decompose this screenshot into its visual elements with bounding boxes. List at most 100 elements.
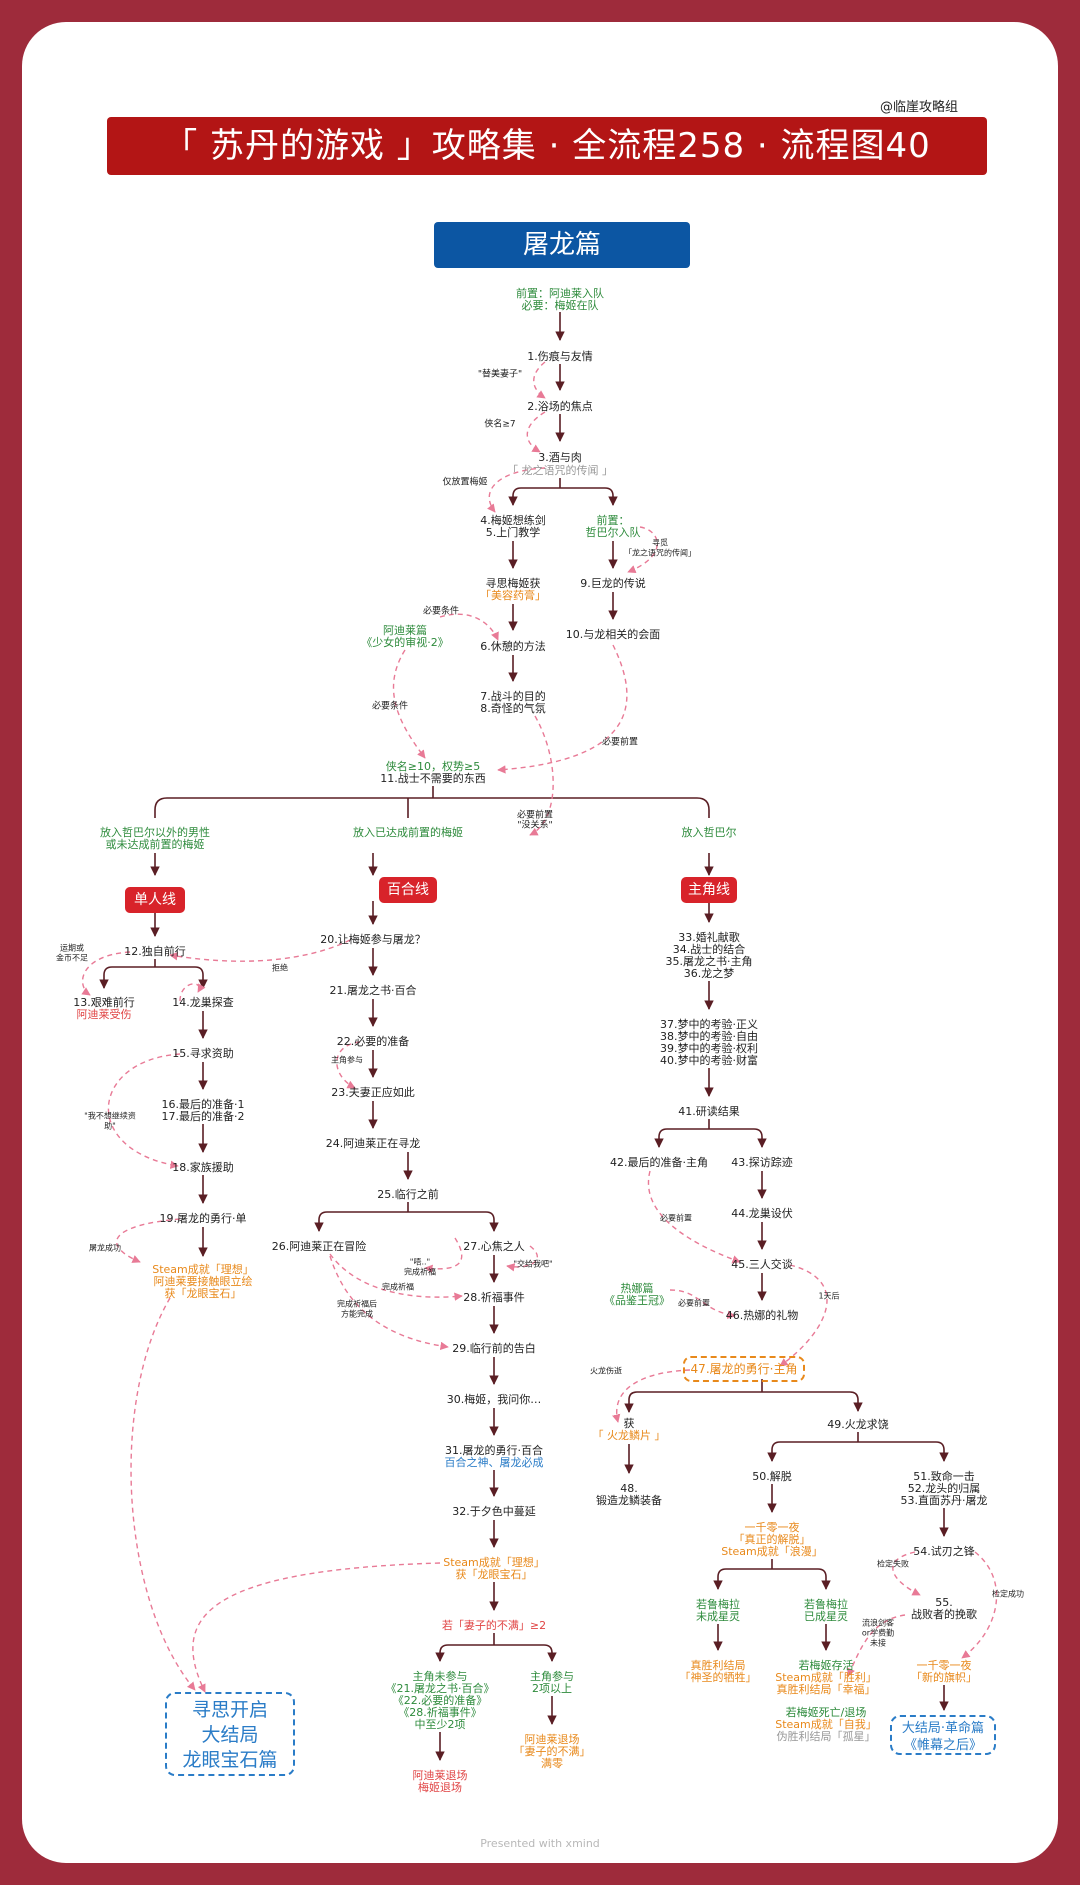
node-label: 41.研读结果 (678, 1104, 740, 1118)
node-label: 《少女的审视·2》 (361, 635, 449, 649)
node-label: 30.梅姬，我问你… (447, 1392, 542, 1406)
node-label: 金币不足 (56, 953, 88, 963)
node-label: 49.火龙求饶 (827, 1418, 889, 1431)
node-label: 「妻子的不满」 (514, 1744, 591, 1758)
node-labels: 前置：阿迪莱入队必要：梅姬在队1.伤痕与友情"替美妻子"2.浴场的焦点侠名≥73… (56, 286, 1024, 1794)
node-label: Steam成就「自我」 (775, 1717, 877, 1731)
node-label: "我不想继续资 (84, 1111, 136, 1121)
node-label: 梅姬退场 (418, 1780, 462, 1794)
author-credit: @临崖攻略组 (880, 100, 959, 115)
node-label: 助" (104, 1121, 116, 1131)
node-label: 哲巴尔入队 (586, 525, 641, 539)
node-label: 1天后 (818, 1291, 839, 1301)
node-label: 必要条件 (372, 700, 408, 712)
node-label: 主角未参与 (413, 1669, 468, 1683)
node-label: 7.战斗的目的 (480, 689, 546, 703)
tag-solo-line: 单人线 (125, 887, 185, 913)
node-label: 若梅姬存活 (799, 1658, 854, 1672)
node-label: 44.龙巢设伏 (731, 1206, 793, 1220)
node-label: 必要前置 (660, 1213, 692, 1223)
node-label: 完成祈福 (382, 1282, 414, 1292)
node-label: 「 火龙鳞片 」 (593, 1428, 666, 1442)
node-label: 39.梦中的考验·权利 (660, 1041, 758, 1055)
node-label: 满零 (541, 1757, 563, 1770)
node-label: 3.酒与肉 (538, 451, 582, 464)
node-label: 46.热娜的礼物 (726, 1308, 799, 1322)
dashed-connector (847, 1614, 906, 1677)
node-label: "交给我吧" (513, 1259, 552, 1269)
node-label: 「龙之语咒的传闻」 (624, 548, 696, 558)
blue-node-line: 大结局·革命篇 (901, 1721, 985, 1736)
node-label: 前置：阿迪莱入队 (516, 286, 604, 300)
connector (771, 1432, 945, 1451)
connector (318, 1202, 495, 1221)
node-label: 18.家族援助 (172, 1160, 234, 1174)
node-label: 33.婚礼献歌 (678, 930, 740, 944)
node-label: 获「龙眼宝石」 (456, 1567, 533, 1581)
node-label: "替美妻子" (478, 368, 522, 380)
node-label: 28.祈福事件 (463, 1290, 525, 1304)
node-label: 「真正的解脱」 (734, 1532, 811, 1546)
node-label: 21.屠龙之书·百合 (330, 983, 417, 997)
dashed-connector (497, 644, 628, 774)
node-label: 战败者的挽歌 (911, 1607, 977, 1621)
node-label: 若鲁梅拉 (804, 1597, 848, 1611)
node-label: Steam成就「胜利」 (775, 1670, 877, 1684)
node-label: 1.伤痕与友情 (527, 349, 593, 363)
node-label: 若鲁梅拉 (696, 1597, 740, 1611)
node-label: "没关系" (517, 819, 552, 831)
node-label: 一千零一夜 (917, 1658, 972, 1672)
node-label: 放入已达成前置的梅姬 (353, 825, 463, 839)
connector (526, 411, 546, 453)
dashed-connector (779, 1264, 828, 1367)
node-label: 11.战士不需要的东西 (380, 771, 486, 785)
node-label: 完成祈福 (404, 1267, 436, 1277)
node-label: 36.龙之梦 (684, 966, 735, 980)
node-label: 53.直面苏丹·屠龙 (901, 1493, 988, 1507)
node-label: 流浪剑客 (862, 1618, 894, 1628)
node-label: 伪胜利结局「孤星」 (777, 1729, 876, 1743)
node-label: 锻造龙鳞装备 (596, 1493, 662, 1507)
node-label: 51.致命一击 (913, 1469, 975, 1483)
node-label: 14.龙巢探查 (172, 995, 234, 1009)
node-label: "唔.." (410, 1258, 430, 1267)
node-label: 《22.必要的准备》 (393, 1693, 488, 1707)
node-label: 一千零一夜 (745, 1520, 800, 1534)
dashed-connector (81, 951, 131, 996)
node-label: 前置： (597, 513, 630, 527)
connector (512, 478, 614, 497)
dashed-connector (116, 1218, 181, 1263)
node-label: 54.试刃之锋 (913, 1544, 975, 1558)
node-label: 50.解脱 (752, 1469, 792, 1483)
dashed-connector (179, 983, 206, 1002)
node-label: 检定失败 (877, 1559, 909, 1569)
node-label: 42.最后的准备·主角 (610, 1155, 708, 1169)
node-label: 完成祈福后 (337, 1299, 377, 1309)
connector (154, 786, 710, 811)
tag-main-line: 主角线 (681, 877, 737, 903)
node-label: 「新的旗帜」 (911, 1670, 977, 1684)
node-label: 32.于夕色中蔓延 (452, 1504, 536, 1518)
node-label: 27.心焦之人 (463, 1239, 525, 1253)
node-label: 若「妻子的不满」≥2 (442, 1618, 546, 1632)
node-label: 未成星灵 (696, 1610, 740, 1623)
blue-node-line: 大结局 (201, 1724, 259, 1746)
node-label: 2.浴场的焦点 (527, 399, 593, 413)
node-label: 《品鉴王冠》 (604, 1294, 670, 1307)
node-label: 35.屠龙之书·主角 (666, 954, 753, 968)
node-label: 37.梦中的考验·正义 (660, 1017, 758, 1031)
node-label: 阿迪莱篇 (383, 623, 427, 637)
tag-yuri-line: 百合线 (379, 877, 437, 903)
node-label: 29.临行前的告白 (452, 1341, 536, 1355)
node-label: 已成星灵 (804, 1610, 848, 1623)
dashed-connector (130, 1297, 196, 1691)
blue-dashed-node-right: 大结局·革命篇 《帷幕之后》 (890, 1715, 996, 1755)
node-label: 31.屠龙的勇行·百合 (445, 1443, 543, 1457)
node-label: 阿迪莱退场 (525, 1732, 580, 1746)
node-label: 55. (935, 1596, 953, 1609)
dashed-connector (892, 1551, 921, 1596)
node-label: 寻觅 (652, 538, 668, 548)
dashed-connector (329, 1253, 463, 1301)
node-label: 侠名≥7 (484, 418, 515, 430)
